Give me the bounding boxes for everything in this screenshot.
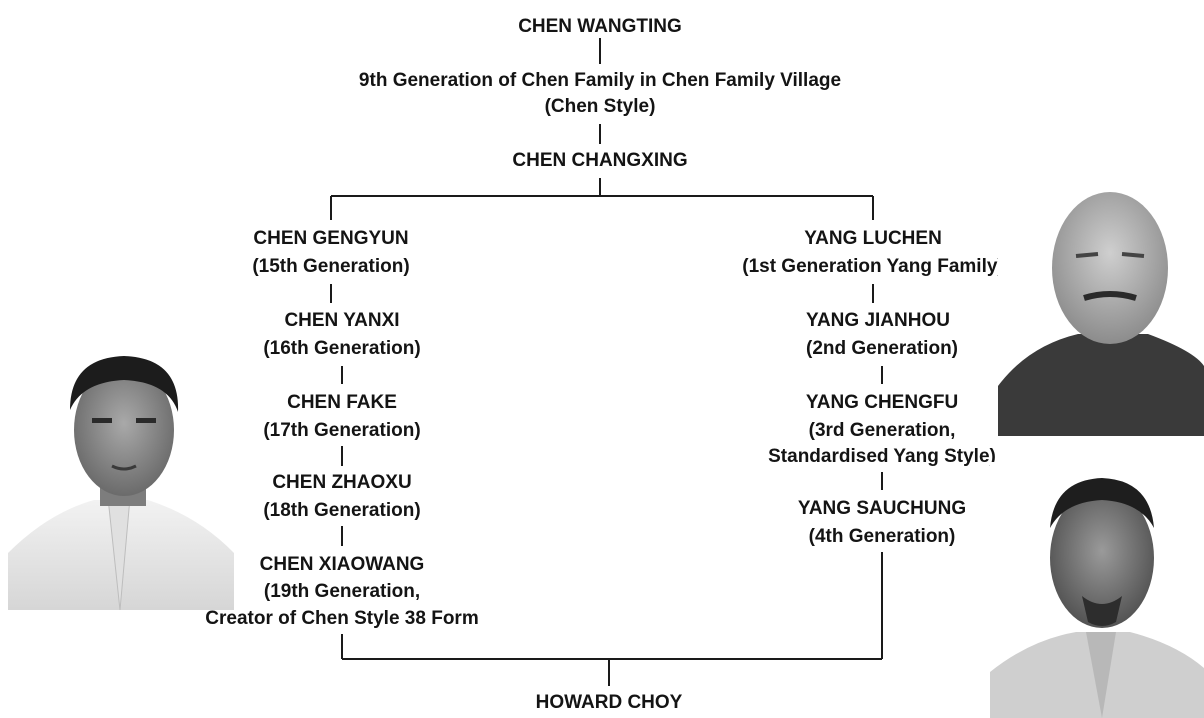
chen-wangting-desc-2: (Chen Style)	[544, 96, 656, 117]
chen-wangting-name: CHEN WANGTING	[518, 16, 682, 37]
yang-chengfu-photo	[998, 186, 1204, 436]
yang-chengfu-gen: (3rd Generation,	[808, 420, 956, 441]
chen-wangting-desc-1: 9th Generation of Chen Family in Chen Fa…	[358, 70, 842, 91]
chen-gengyun-gen: (15th Generation)	[252, 256, 410, 277]
chen-fake-gen: (17th Generation)	[263, 420, 421, 441]
chen-xiaowang-gen: (19th Generation,	[263, 581, 421, 602]
yang-jianhou-gen: (2nd Generation)	[805, 338, 959, 359]
yang-luchen-name: YANG LUCHEN	[804, 228, 942, 249]
yang-chengfu-note: Standardised Yang Style)	[768, 446, 996, 467]
yang-sauchung-photo	[990, 462, 1204, 718]
yang-chengfu-name: YANG CHENGFU	[805, 392, 959, 413]
chen-xiaowang-photo	[8, 348, 234, 610]
chen-gengyun-name: CHEN GENGYUN	[253, 228, 409, 249]
yang-sauchung-name: YANG SAUCHUNG	[797, 498, 967, 519]
chen-yanxi-name: CHEN YANXI	[284, 310, 400, 331]
chen-xiaowang-note: Creator of Chen Style 38 Form	[205, 608, 479, 629]
chen-zhaoxu-gen: (18th Generation)	[263, 500, 421, 521]
chen-changxing-name: CHEN CHANGXING	[512, 150, 688, 171]
yang-luchen-gen: (1st Generation Yang Family)	[742, 256, 1004, 277]
howard-choy-name: HOWARD CHOY	[535, 692, 683, 713]
chen-yanxi-gen: (16th Generation)	[263, 338, 421, 359]
chen-zhaoxu-name: CHEN ZHAOXU	[272, 472, 412, 493]
yang-sauchung-gen: (4th Generation)	[808, 526, 956, 547]
chen-fake-name: CHEN FAKE	[287, 392, 397, 413]
chen-xiaowang-name: CHEN XIAOWANG	[259, 554, 425, 575]
yang-jianhou-name: YANG JIANHOU	[806, 310, 950, 331]
